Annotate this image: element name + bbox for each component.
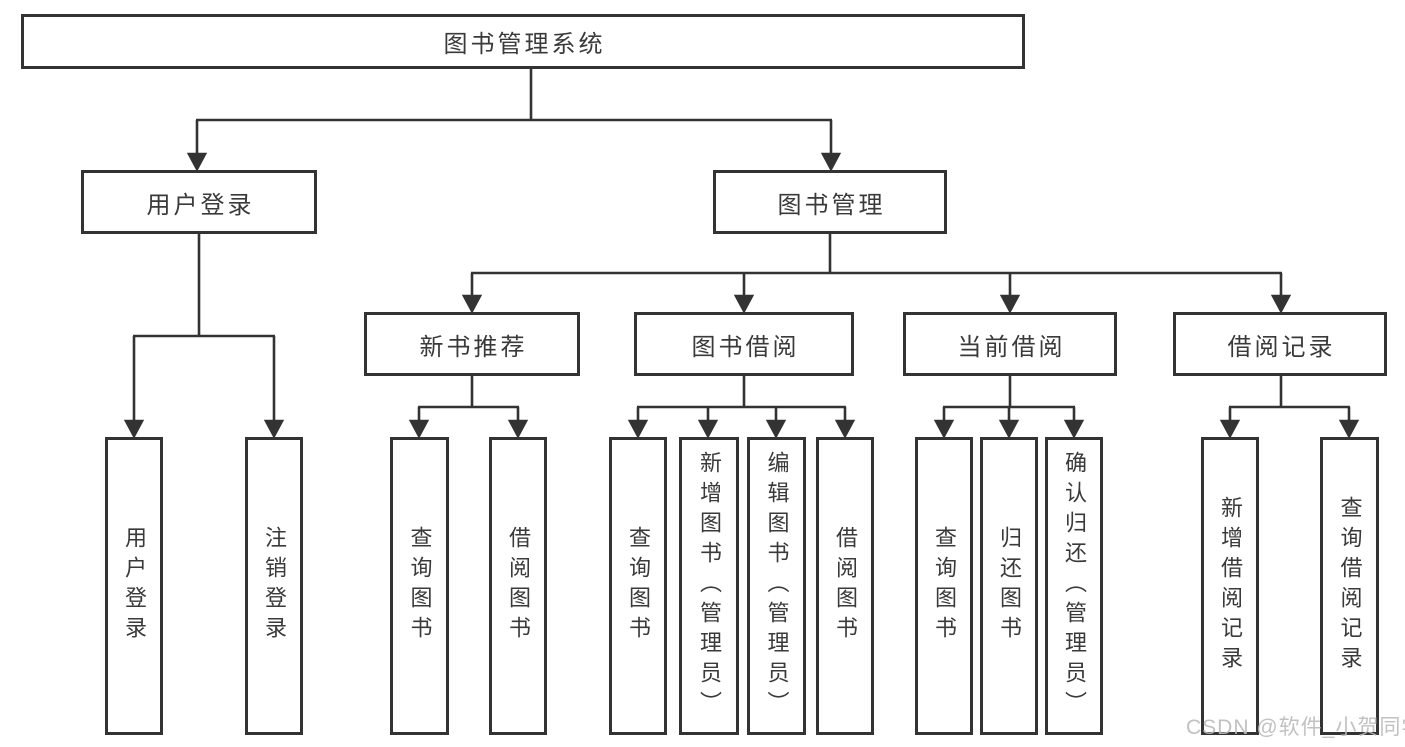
connector-current-borrow-children: [933, 376, 1085, 439]
connector-book-manage-split: [461, 234, 1292, 314]
watermark: CSDN @软件_小贺同学: [1186, 716, 1405, 739]
node-current-borrow: 当前借阅: [903, 312, 1117, 376]
node-label: 借阅记录: [1227, 333, 1336, 361]
node-return-book: 归还图书: [980, 437, 1038, 735]
connector-root-split: [186, 68, 842, 172]
node-query-book-current: 查询图书: [915, 437, 973, 735]
node-add-book-admin: 新增图书（管理员）: [679, 437, 739, 735]
node-logout-action: 注销登录: [245, 437, 303, 735]
node-borrow-book-recommend: 借阅图书: [489, 437, 547, 735]
node-label: 图书管理: [777, 191, 886, 219]
node-user-login-action: 用户登录: [105, 437, 163, 735]
node-user-login: 用户登录: [81, 170, 317, 234]
node-label: 查询图书: [407, 526, 433, 646]
connector-book-borrow-children: [627, 376, 856, 439]
node-edit-book-admin: 编辑图书（管理员）: [747, 437, 806, 735]
node-label: 图书借阅: [691, 333, 800, 361]
node-label: 用户登录: [146, 191, 255, 219]
node-label: 查询图书: [932, 526, 957, 646]
node-label: 查询借阅记录: [1337, 496, 1363, 676]
node-label: 新增图书（管理员）: [697, 451, 722, 721]
node-book-borrow: 图书借阅: [634, 312, 854, 376]
node-library-system: 图书管理系统: [21, 14, 1025, 69]
node-label: 图书管理系统: [443, 31, 606, 58]
node-label: 新书推荐: [419, 333, 528, 361]
connector-borrow-record-children: [1219, 376, 1360, 439]
node-query-borrow-record: 查询借阅记录: [1320, 437, 1379, 735]
node-book-management: 图书管理: [713, 170, 947, 234]
node-label: 当前借阅: [957, 333, 1066, 361]
node-borrow-book-action: 借阅图书: [816, 437, 874, 735]
connector-user-login-children: [123, 234, 285, 439]
node-label: 查询图书: [626, 526, 651, 646]
node-new-book-recommend: 新书推荐: [364, 312, 580, 376]
node-confirm-return-admin: 确认归还（管理员）: [1045, 437, 1103, 735]
node-add-borrow-record: 新增借阅记录: [1201, 437, 1259, 735]
node-label: 归还图书: [997, 526, 1022, 646]
node-label: 编辑图书（管理员）: [764, 451, 790, 721]
connector-new-book-children: [408, 376, 529, 439]
node-label: 借阅图书: [506, 526, 531, 646]
node-label: 新增借阅记录: [1218, 496, 1243, 676]
node-borrow-records: 借阅记录: [1173, 312, 1387, 376]
node-query-book-borrow: 查询图书: [609, 437, 667, 735]
node-label: 确认归还（管理员）: [1062, 451, 1087, 721]
node-label: 注销登录: [262, 526, 287, 646]
node-label: 借阅图书: [833, 526, 858, 646]
node-query-book-recommend: 查询图书: [390, 437, 449, 735]
node-label: 用户登录: [122, 526, 147, 646]
